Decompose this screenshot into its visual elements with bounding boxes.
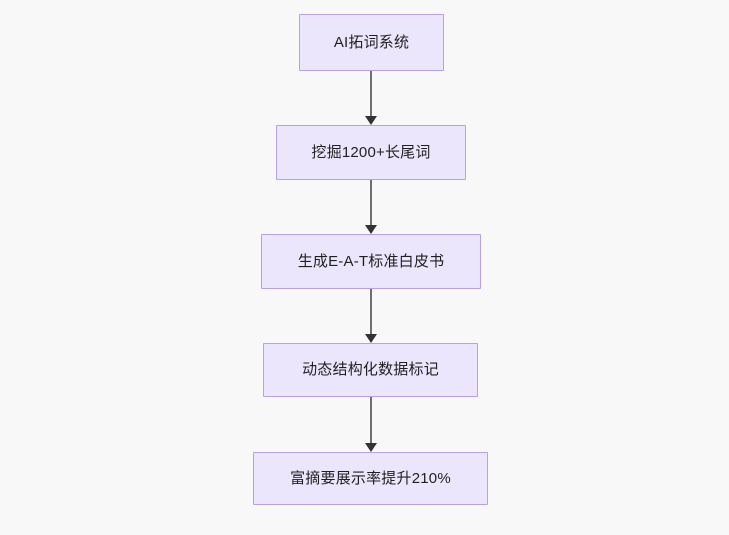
connector-line [370, 71, 372, 117]
flow-connector-1 [365, 71, 377, 125]
arrowhead-down-icon [365, 116, 377, 125]
connector-line [370, 289, 372, 335]
connector-line [370, 180, 372, 226]
arrowhead-down-icon [365, 225, 377, 234]
flow-node-dynamic-structured-data-markup[interactable]: 动态结构化数据标记 [263, 343, 478, 397]
arrowhead-down-icon [365, 443, 377, 452]
connector-line [370, 397, 372, 444]
flow-connector-2 [365, 180, 377, 234]
flow-node-rich-snippet-rate-increase[interactable]: 富摘要展示率提升210% [253, 452, 488, 505]
flow-connector-3 [365, 289, 377, 343]
flow-node-label: AI拓词系统 [333, 33, 410, 51]
flow-connector-4 [365, 397, 377, 452]
flow-node-label: 生成E-A-T标准白皮书 [297, 252, 445, 270]
flow-node-label: 挖掘1200+长尾词 [311, 143, 431, 161]
flow-node-label: 富摘要展示率提升210% [290, 469, 451, 487]
flow-node-ai-keyword-system[interactable]: AI拓词系统 [299, 14, 444, 71]
arrowhead-down-icon [365, 334, 377, 343]
flow-node-label: 动态结构化数据标记 [302, 361, 439, 378]
flow-node-mine-longtail-keywords[interactable]: 挖掘1200+长尾词 [276, 125, 466, 180]
flow-node-generate-eat-whitepaper[interactable]: 生成E-A-T标准白皮书 [261, 234, 481, 289]
